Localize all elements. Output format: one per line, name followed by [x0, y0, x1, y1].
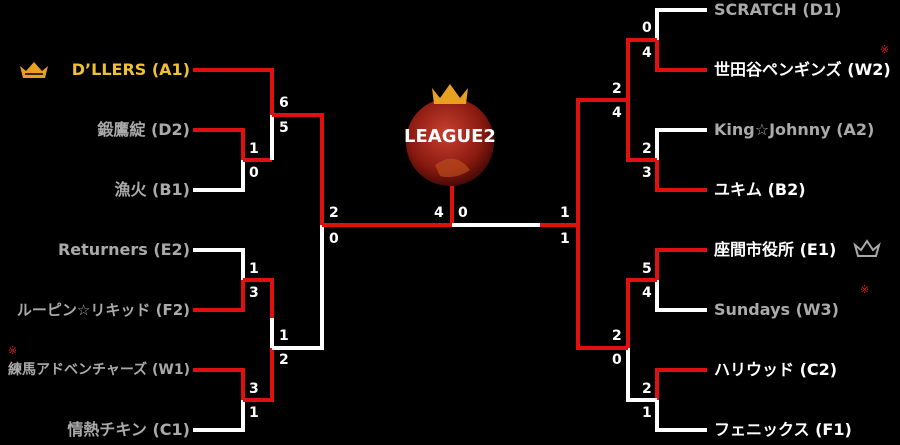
score-r1a: 0	[642, 20, 652, 36]
line-m4-out	[272, 113, 324, 225]
asterisk-mark: ※	[880, 43, 890, 56]
team-l2: 鍛鷹綻 (D2)	[97, 120, 190, 139]
line-r8	[655, 400, 707, 432]
score-r3a: 5	[642, 261, 652, 277]
asterisk-mark: ※	[860, 283, 870, 296]
line-r3-out	[626, 278, 657, 348]
score-m6a: 2	[329, 205, 339, 221]
score-m5a: 1	[279, 328, 289, 344]
crown-outline-icon	[853, 239, 881, 257]
line-m5-out	[272, 225, 324, 350]
score-r4b: 1	[642, 405, 652, 421]
score-m4b: 5	[279, 120, 289, 136]
asterisk-mark: ※	[8, 344, 18, 357]
line-r3	[655, 128, 707, 160]
line-r6	[655, 280, 707, 312]
line-r5-out	[576, 98, 628, 225]
team-l1: D’LLERS (A1)	[71, 60, 190, 79]
score-r5b: 4	[612, 105, 622, 121]
score-m2a: 1	[249, 261, 259, 277]
score-m2b: 3	[249, 285, 259, 301]
crown-icon	[20, 62, 48, 78]
line-l6	[193, 368, 245, 400]
score-r6b: 0	[612, 352, 622, 368]
line-r6-out	[576, 225, 628, 350]
line-m2-out	[243, 278, 274, 318]
team-r6: Sundays (W3)	[714, 300, 839, 319]
score-m4a: 6	[279, 95, 289, 111]
score-r1b: 4	[642, 45, 652, 61]
line-l7	[193, 400, 245, 432]
line-r2-out	[626, 100, 657, 162]
score-r7a: 1	[560, 205, 570, 221]
team-l7: 情熱チキン (C1)	[67, 420, 190, 439]
score-final-b: 0	[458, 205, 468, 221]
team-r8: フェニックス (F1)	[714, 420, 852, 439]
line-r7	[655, 368, 707, 400]
line-r4-out	[626, 348, 657, 402]
line-r1-out	[626, 38, 657, 100]
team-l5: ルーピン☆リキッド (F2)	[16, 301, 190, 319]
score-r3b: 4	[642, 285, 652, 301]
line-r1	[655, 8, 707, 40]
team-l4: Returners (E2)	[57, 240, 190, 259]
score-r6a: 2	[612, 328, 622, 344]
line-l5	[193, 280, 245, 312]
line-r4	[655, 160, 707, 192]
team-r3: King☆Johnny (A2)	[714, 120, 875, 139]
score-r7b: 1	[560, 231, 570, 247]
score-r2b: 3	[642, 165, 652, 181]
score-m1a: 1	[249, 141, 259, 157]
team-l6: 練馬アドベンチャーズ (W1)	[7, 362, 190, 378]
score-m6b: 0	[329, 231, 339, 247]
score-r4a: 2	[642, 381, 652, 397]
line-l3	[193, 160, 245, 192]
line-l4	[193, 248, 245, 280]
score-m3a: 3	[249, 381, 259, 397]
score-m1b: 0	[249, 165, 259, 181]
league2-logo-icon: LEAGUE2	[404, 84, 496, 186]
line-r2	[655, 40, 707, 72]
score-r2a: 2	[642, 141, 652, 157]
team-r5: 座間市役所 (E1)	[714, 240, 837, 259]
logo-text: LEAGUE2	[404, 126, 496, 147]
team-r1: SCRATCH (D1)	[714, 0, 842, 19]
line-l2	[193, 128, 245, 160]
score-m5b: 2	[279, 352, 289, 368]
score-m3b: 1	[249, 405, 259, 421]
line-r5	[655, 248, 707, 280]
team-r7: ハリウッド (C2)	[714, 360, 838, 379]
team-r2: 世田谷ペンギンズ (W2)	[714, 60, 891, 79]
team-l3: 漁火 (B1)	[114, 180, 190, 199]
score-final-a: 4	[434, 205, 444, 221]
team-r4: ユキム (B2)	[714, 180, 806, 199]
score-r5a: 2	[612, 81, 622, 97]
line-m3-out	[243, 348, 274, 402]
line-l1	[193, 68, 274, 115]
